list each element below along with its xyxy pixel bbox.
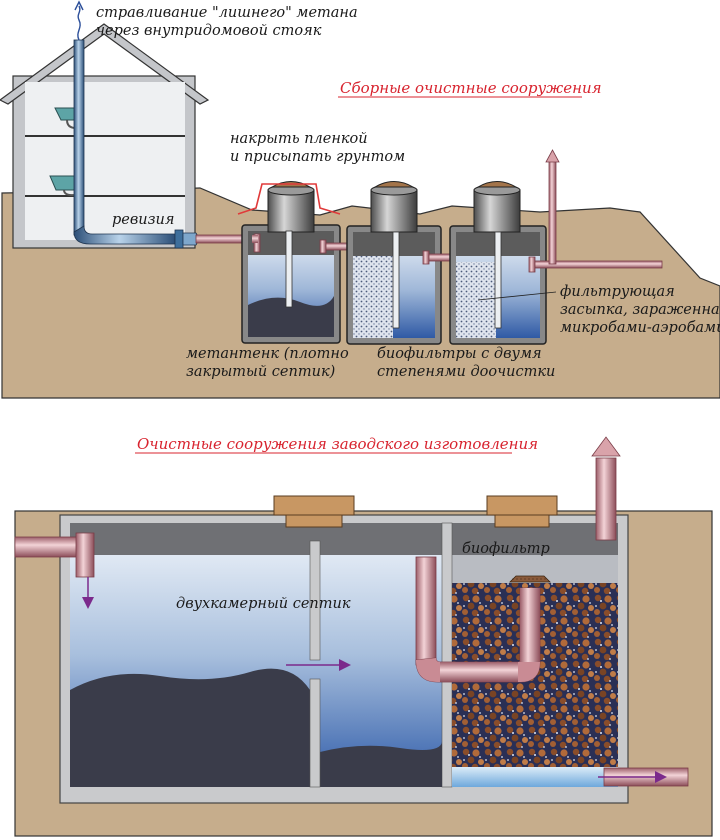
label-biofilters-line1: биофильтры с двумя: [377, 346, 542, 362]
label-biofilter: биофильтр: [462, 541, 550, 557]
label-cover-line2: и присыпать грунтом: [230, 149, 405, 165]
vent-cap-icon: [545, 149, 560, 163]
bottom-diagram: Очистные сооружения заводского изготовле…: [14, 435, 713, 837]
transfer-pipe: [415, 556, 541, 683]
sludge-chamber-2: [320, 742, 442, 787]
label-revision: ревизия: [112, 212, 175, 228]
vent-pipe: [595, 457, 617, 541]
sludge-chamber-1: [70, 668, 310, 787]
chamber-partition: [309, 540, 321, 661]
vent-pipe-cap-icon: [591, 436, 621, 457]
biofilter-1: [346, 181, 442, 345]
inlet-pipe: [14, 536, 80, 558]
label-filter-line2: засыпка, зараженная: [560, 302, 720, 318]
house-interior: [25, 82, 185, 240]
label-biofilters-line2: степенями доочистки: [377, 364, 555, 380]
cover-film: [237, 183, 341, 215]
label-filter-line3: микробами-аэробами: [560, 320, 720, 336]
top-title: Сборные очистные сооружения: [340, 79, 602, 97]
label-vent-line2: через внутридомовой стояк: [96, 23, 322, 39]
top-diagram: стравливание "лишнего" метана через внут…: [0, 0, 720, 399]
manhole-lid-1: [273, 495, 355, 516]
label-metatank-line1: метантенк (плотно: [186, 346, 349, 362]
manhole-lid-2: [486, 495, 558, 516]
label-vent-line1: стравливание "лишнего" метана: [96, 5, 358, 21]
metatank: [237, 181, 341, 344]
label-cover-line1: накрыть пленкой: [230, 131, 368, 147]
label-metatank-line2: закрытый септик): [186, 364, 335, 380]
bottom-title: Очистные сооружения заводского изготовле…: [137, 435, 538, 453]
biofilter-2: [449, 181, 547, 345]
filter-clean-water: [452, 767, 618, 787]
house-roof: [0, 23, 210, 105]
house: [0, 23, 210, 249]
label-septic: двухкамерный септик: [176, 596, 351, 612]
label-filter-line1: фильтрующая: [560, 284, 675, 300]
vent-gas-arrow: [77, 5, 81, 41]
